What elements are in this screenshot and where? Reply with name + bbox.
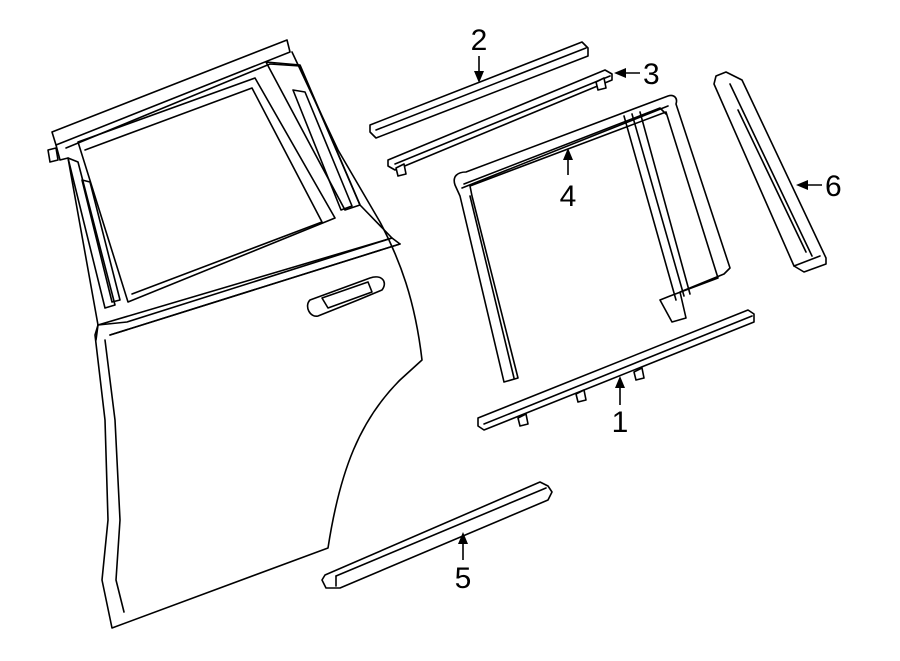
rear-door-panel[interactable] (47, 39, 423, 629)
callout-4: 4 (560, 148, 577, 213)
part-5-lower-body-molding[interactable] (321, 481, 553, 589)
callout-6-label: 6 (825, 170, 842, 203)
callout-1: 1 (612, 376, 629, 439)
callout-3: 3 (614, 58, 660, 91)
part-1-belt-molding[interactable] (477, 309, 755, 431)
callout-1-label: 1 (612, 406, 629, 439)
callout-2: 2 (471, 24, 488, 83)
callout-5-label: 5 (455, 562, 472, 595)
callout-4-label: 4 (560, 180, 577, 213)
part-6-pillar-applique[interactable] (713, 71, 827, 273)
callout-5: 5 (455, 532, 472, 595)
callout-3-label: 3 (643, 58, 660, 91)
part-4-run-channel[interactable] (453, 94, 731, 383)
part-2-belt-weatherstrip[interactable] (369, 41, 589, 139)
callout-2-label: 2 (471, 24, 488, 57)
callout-6: 6 (796, 170, 842, 203)
part-3-inner-weatherstrip[interactable] (387, 69, 613, 177)
